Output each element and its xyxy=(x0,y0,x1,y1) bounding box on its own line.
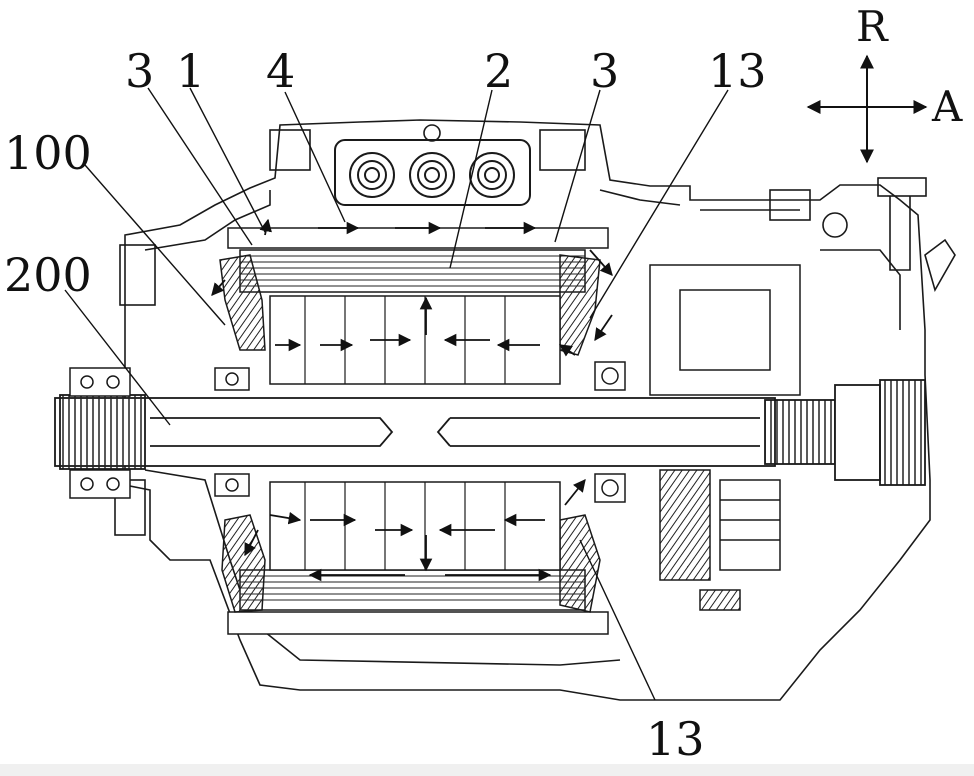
leader-4 xyxy=(284,91,346,223)
leader-3-left xyxy=(147,87,253,246)
leader-13-bottom xyxy=(579,539,656,701)
leader-200 xyxy=(64,289,171,426)
callout-2: 2 xyxy=(484,44,514,98)
leader-1 xyxy=(189,87,266,233)
gearbox-right xyxy=(649,264,801,611)
callout-3-right: 3 xyxy=(590,44,620,98)
radial-axis-label: R xyxy=(856,2,888,51)
callout-200: 200 xyxy=(4,248,92,302)
callout-1: 1 xyxy=(176,44,206,98)
coolant-flow-arrows xyxy=(211,218,613,582)
callout-100: 100 xyxy=(4,126,92,180)
shaft xyxy=(54,379,926,486)
coolant-ports xyxy=(334,139,531,206)
callout-3-left: 3 xyxy=(125,44,155,98)
callout-13-top: 13 xyxy=(708,44,767,98)
bottom-band xyxy=(0,764,974,776)
stator-bottom xyxy=(221,514,609,635)
callout-4: 4 xyxy=(266,44,296,98)
direction-indicator xyxy=(806,54,928,164)
leader-100 xyxy=(84,164,226,326)
leader-3-right xyxy=(554,89,601,243)
leader-lines xyxy=(64,87,729,701)
leader-13-top xyxy=(589,89,729,319)
right-flange xyxy=(769,177,956,330)
callout-13-bottom: 13 xyxy=(646,712,705,766)
bearings xyxy=(69,361,626,503)
axial-axis-label: A xyxy=(932,82,963,131)
leader-2 xyxy=(449,89,493,269)
stator-top xyxy=(219,227,609,356)
